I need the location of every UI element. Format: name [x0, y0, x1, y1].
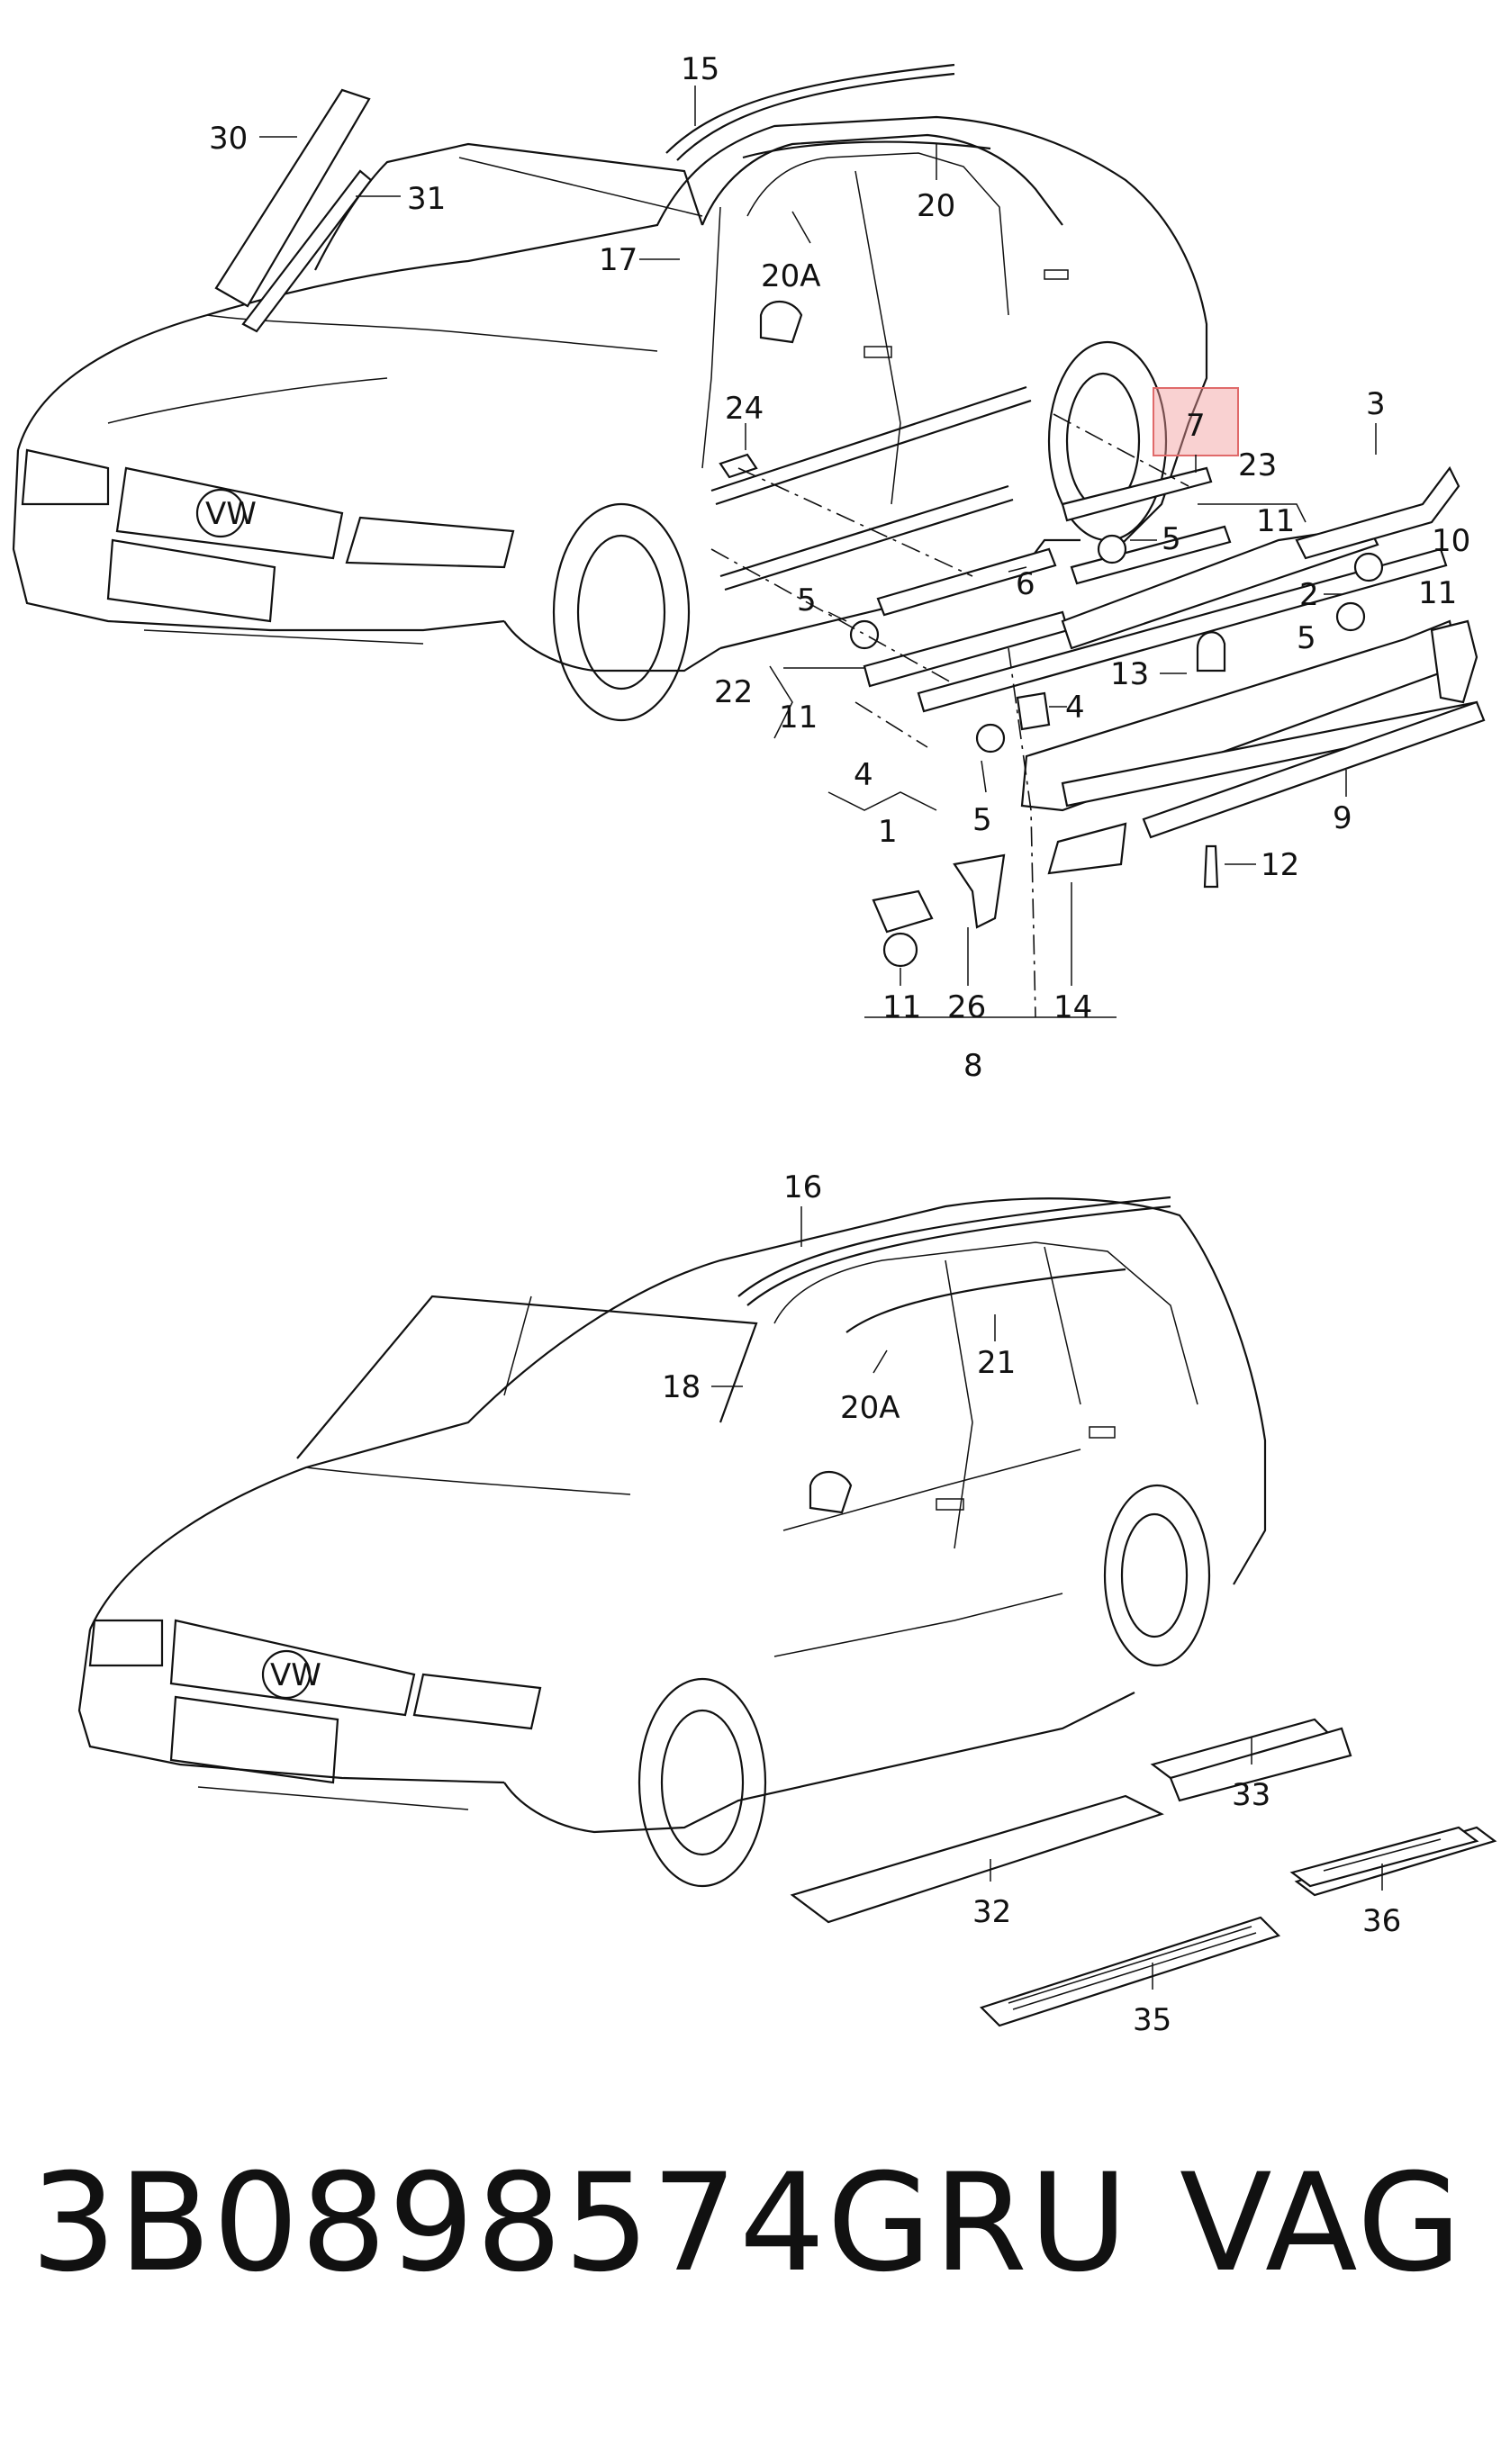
callout-6: 6 — [1016, 566, 1035, 602]
callout-13: 13 — [1110, 656, 1149, 692]
callout-18: 18 — [662, 1369, 701, 1405]
callout-20A-wagon: 20A — [840, 1390, 900, 1426]
callout-12: 12 — [1261, 847, 1299, 883]
svg-text:VW: VW — [270, 1657, 321, 1693]
highlight-box — [1153, 387, 1239, 456]
callout-17: 17 — [599, 242, 637, 278]
callout-10: 10 — [1432, 523, 1470, 559]
part-number: 3B0898574GRU — [31, 2145, 1130, 2302]
callout-11d: 11 — [882, 989, 921, 1025]
sedan-callouts: 15 30 31 17 20A 20 24 7 23 3 11 10 11 5 … — [209, 51, 1470, 1084]
wagon-drawing: VW — [77, 1196, 1267, 1888]
callout-33: 33 — [1232, 1777, 1270, 1813]
svg-text:VW: VW — [205, 496, 257, 532]
callout-35: 35 — [1133, 2002, 1171, 2038]
callout-5d: 5 — [972, 802, 992, 838]
callout-20A: 20A — [761, 258, 821, 294]
footer: 3B0898574GRU VAG — [0, 2134, 1510, 2314]
wagon-callouts: 16 18 20A 21 33 32 36 35 — [662, 1169, 1401, 2038]
callout-8: 8 — [963, 1048, 983, 1084]
callout-21: 21 — [977, 1345, 1016, 1381]
callout-26: 26 — [947, 989, 986, 1025]
callout-23: 23 — [1238, 447, 1277, 483]
sedan-drawing: VW — [12, 63, 1208, 722]
wagon-sill-plates — [790, 1718, 1497, 2027]
callout-30: 30 — [209, 121, 248, 157]
callout-11c: 11 — [779, 699, 818, 736]
callout-5b: 5 — [1297, 620, 1316, 656]
callout-11a: 11 — [1256, 503, 1295, 539]
callout-14: 14 — [1053, 989, 1092, 1025]
sill-parts — [710, 413, 1486, 1018]
callout-5a: 5 — [1162, 521, 1181, 557]
callout-24: 24 — [725, 391, 764, 427]
callout-15: 15 — [681, 51, 719, 87]
callout-16: 16 — [783, 1169, 822, 1205]
callout-11b: 11 — [1418, 575, 1457, 611]
callout-2: 2 — [1299, 577, 1319, 613]
callout-7: 7 — [1186, 408, 1206, 444]
brand-label: VAG — [1180, 2145, 1464, 2302]
callout-3: 3 — [1366, 386, 1386, 422]
callout-32: 32 — [972, 1894, 1011, 1930]
callout-22: 22 — [714, 674, 753, 710]
callout-4: 4 — [1065, 690, 1085, 726]
callout-36: 36 — [1362, 1903, 1401, 1939]
callout-20: 20 — [917, 188, 955, 224]
callout-9: 9 — [1333, 800, 1352, 836]
callout-4b: 4 — [854, 757, 873, 793]
callout-5c: 5 — [797, 582, 817, 618]
callout-31: 31 — [407, 181, 446, 217]
callout-1: 1 — [878, 814, 898, 850]
